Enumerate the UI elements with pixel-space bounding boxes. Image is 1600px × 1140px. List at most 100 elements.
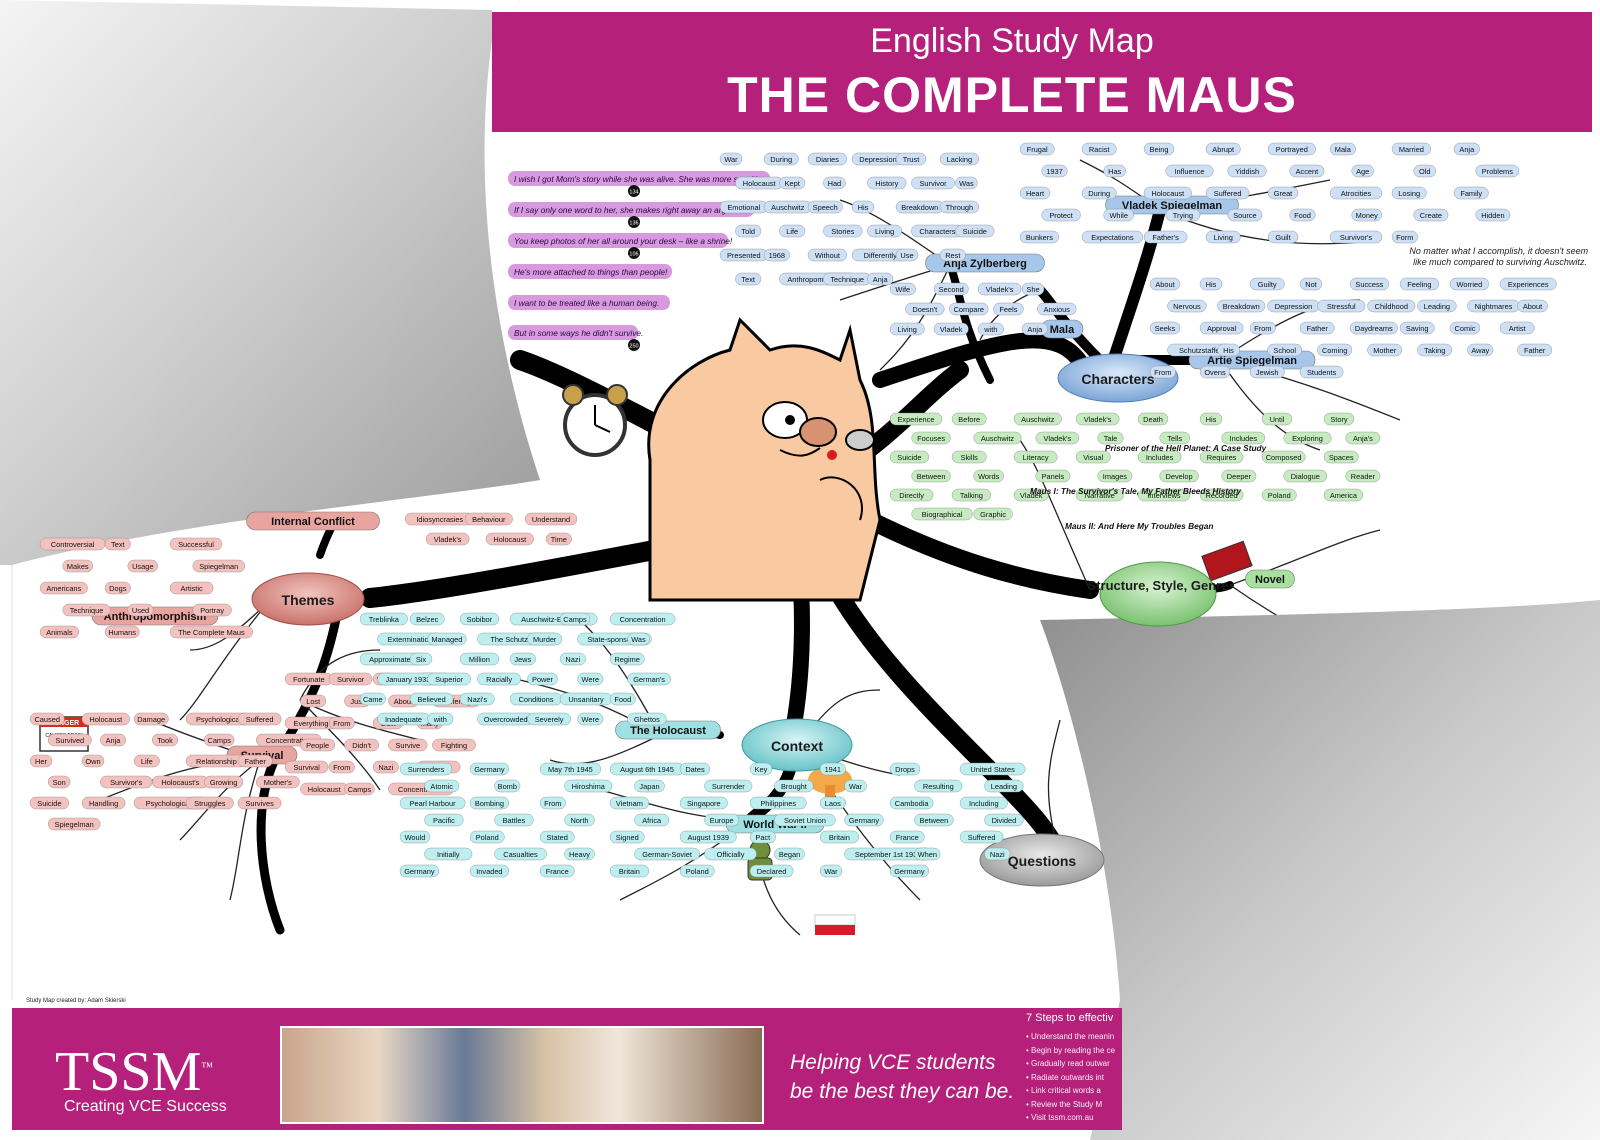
map-node[interactable]: Skills [951, 450, 987, 464]
map-node[interactable]: Declared [749, 864, 794, 878]
map-node[interactable]: During [1081, 186, 1117, 200]
map-node[interactable]: Includes [1137, 450, 1182, 464]
map-node[interactable]: Leading [1417, 299, 1457, 313]
map-node[interactable]: Through [939, 200, 979, 214]
map-node[interactable]: Artistic [169, 581, 214, 595]
map-node[interactable]: Married [1391, 142, 1431, 156]
map-node[interactable]: Own [81, 754, 105, 768]
map-node[interactable]: Vladek's [425, 532, 470, 546]
map-node[interactable]: Unsanitary [559, 692, 613, 706]
map-node[interactable]: Old [1413, 164, 1436, 178]
map-node[interactable]: Composed [1261, 450, 1306, 464]
map-node[interactable]: Problems [1475, 164, 1520, 178]
map-node[interactable]: Biographical [911, 507, 973, 521]
map-node[interactable]: Africa [634, 813, 670, 827]
map-node[interactable]: Britain [819, 830, 859, 844]
map-node[interactable]: Hidden [1475, 208, 1511, 222]
map-node[interactable]: Visual [1075, 450, 1111, 464]
map-node[interactable]: Overcrowded [477, 712, 535, 726]
map-node[interactable]: Life [779, 224, 806, 238]
map-node[interactable]: Understand [524, 512, 578, 526]
map-node[interactable]: Anja [99, 733, 126, 747]
branch-mala[interactable]: Mala [1040, 319, 1084, 339]
map-node[interactable]: North [564, 813, 595, 827]
map-node[interactable]: Doesn't [905, 302, 945, 316]
map-node[interactable]: Resulting [914, 779, 963, 793]
map-node[interactable]: Develop [1159, 469, 1199, 483]
map-node[interactable]: Surrenders [399, 762, 453, 776]
hub-characters[interactable]: Characters [1057, 353, 1179, 403]
map-node[interactable]: Handling [81, 796, 126, 810]
map-node[interactable]: Depression [851, 152, 905, 166]
map-node[interactable]: Expectations [1081, 230, 1143, 244]
map-node[interactable]: Poland [679, 864, 715, 878]
branch-internal-conflict[interactable]: Internal Conflict [246, 511, 380, 531]
map-node[interactable]: Holocaust [300, 782, 349, 796]
map-node[interactable]: Anja [1453, 142, 1480, 156]
map-node[interactable]: Camps [203, 733, 235, 747]
map-node[interactable]: Great [1267, 186, 1299, 200]
map-node[interactable]: Lost [300, 694, 327, 708]
map-node[interactable]: Holocaust's [151, 775, 209, 789]
map-node[interactable]: Struggles [185, 796, 234, 810]
map-node[interactable]: Racially [477, 672, 521, 686]
map-node[interactable]: Stories [823, 224, 863, 238]
map-node[interactable]: Initially [424, 847, 473, 861]
map-node[interactable]: Compare [949, 302, 989, 316]
map-node[interactable]: Create [1413, 208, 1449, 222]
map-node[interactable]: Time [545, 532, 572, 546]
map-node[interactable]: Racist [1081, 142, 1117, 156]
map-node[interactable]: Concentration [609, 612, 676, 626]
map-node[interactable]: Power [527, 672, 558, 686]
map-node[interactable]: Living [889, 322, 925, 336]
map-node[interactable]: Accent [1289, 164, 1325, 178]
map-node[interactable]: Survival [284, 760, 329, 774]
map-node[interactable]: Damage [133, 712, 169, 726]
map-node[interactable]: Philippines [749, 796, 807, 810]
map-node[interactable]: Officially [704, 847, 757, 861]
map-node[interactable]: Suicide [29, 796, 69, 810]
map-node[interactable]: Source [1227, 208, 1263, 222]
map-node[interactable]: Portrayed [1267, 142, 1316, 156]
map-node[interactable]: Anja [1021, 322, 1048, 336]
map-node[interactable]: She [1021, 282, 1045, 296]
map-node[interactable]: Germany [469, 762, 509, 776]
map-node[interactable]: Survivor [328, 672, 373, 686]
map-node[interactable]: Began [774, 847, 805, 861]
map-node[interactable]: Nazi [984, 847, 1011, 861]
map-node[interactable]: Treblinka [359, 612, 408, 626]
map-node[interactable]: Atomic [424, 779, 460, 793]
map-node[interactable]: Anja's [1345, 431, 1381, 445]
map-node[interactable]: War [844, 779, 867, 793]
map-node[interactable]: Heavy [564, 847, 595, 861]
map-node[interactable]: Money [1351, 208, 1382, 222]
map-node[interactable]: Divided [984, 813, 1024, 827]
map-node[interactable]: Panels [1035, 469, 1071, 483]
map-node[interactable]: Experiences [1499, 277, 1557, 291]
map-node[interactable]: Vladek's [977, 282, 1022, 296]
map-node[interactable]: Caused [29, 712, 65, 726]
map-node[interactable]: Portray [192, 603, 232, 617]
hub-structure[interactable]: Structure, Style, Genre [1088, 561, 1229, 627]
map-node[interactable]: Managed [427, 632, 467, 646]
map-node[interactable]: Survive [388, 738, 428, 752]
map-node[interactable]: Childhood [1367, 299, 1416, 313]
map-node[interactable]: Son [48, 775, 71, 789]
map-node[interactable]: Survivor's [1329, 230, 1383, 244]
map-node[interactable]: Directly [889, 488, 934, 502]
map-node[interactable]: Feeling [1399, 277, 1439, 291]
map-node[interactable]: Not [1299, 277, 1323, 291]
map-node[interactable]: The Complete Maus [169, 625, 254, 639]
map-node[interactable]: Pact [749, 830, 776, 844]
map-node[interactable]: Would [399, 830, 431, 844]
map-node[interactable]: Breakdown [895, 200, 944, 214]
map-node[interactable]: Conditions [509, 692, 563, 706]
map-node[interactable]: Survives [237, 796, 282, 810]
map-node[interactable]: Mother's [256, 775, 300, 789]
map-node[interactable]: Relationship [185, 754, 247, 768]
map-node[interactable]: Anxious [1037, 302, 1077, 316]
map-node[interactable]: Invaded [469, 864, 509, 878]
map-node[interactable]: Was [627, 632, 650, 646]
map-node[interactable]: From [1249, 321, 1276, 335]
map-node[interactable]: Jewish [1249, 365, 1285, 379]
